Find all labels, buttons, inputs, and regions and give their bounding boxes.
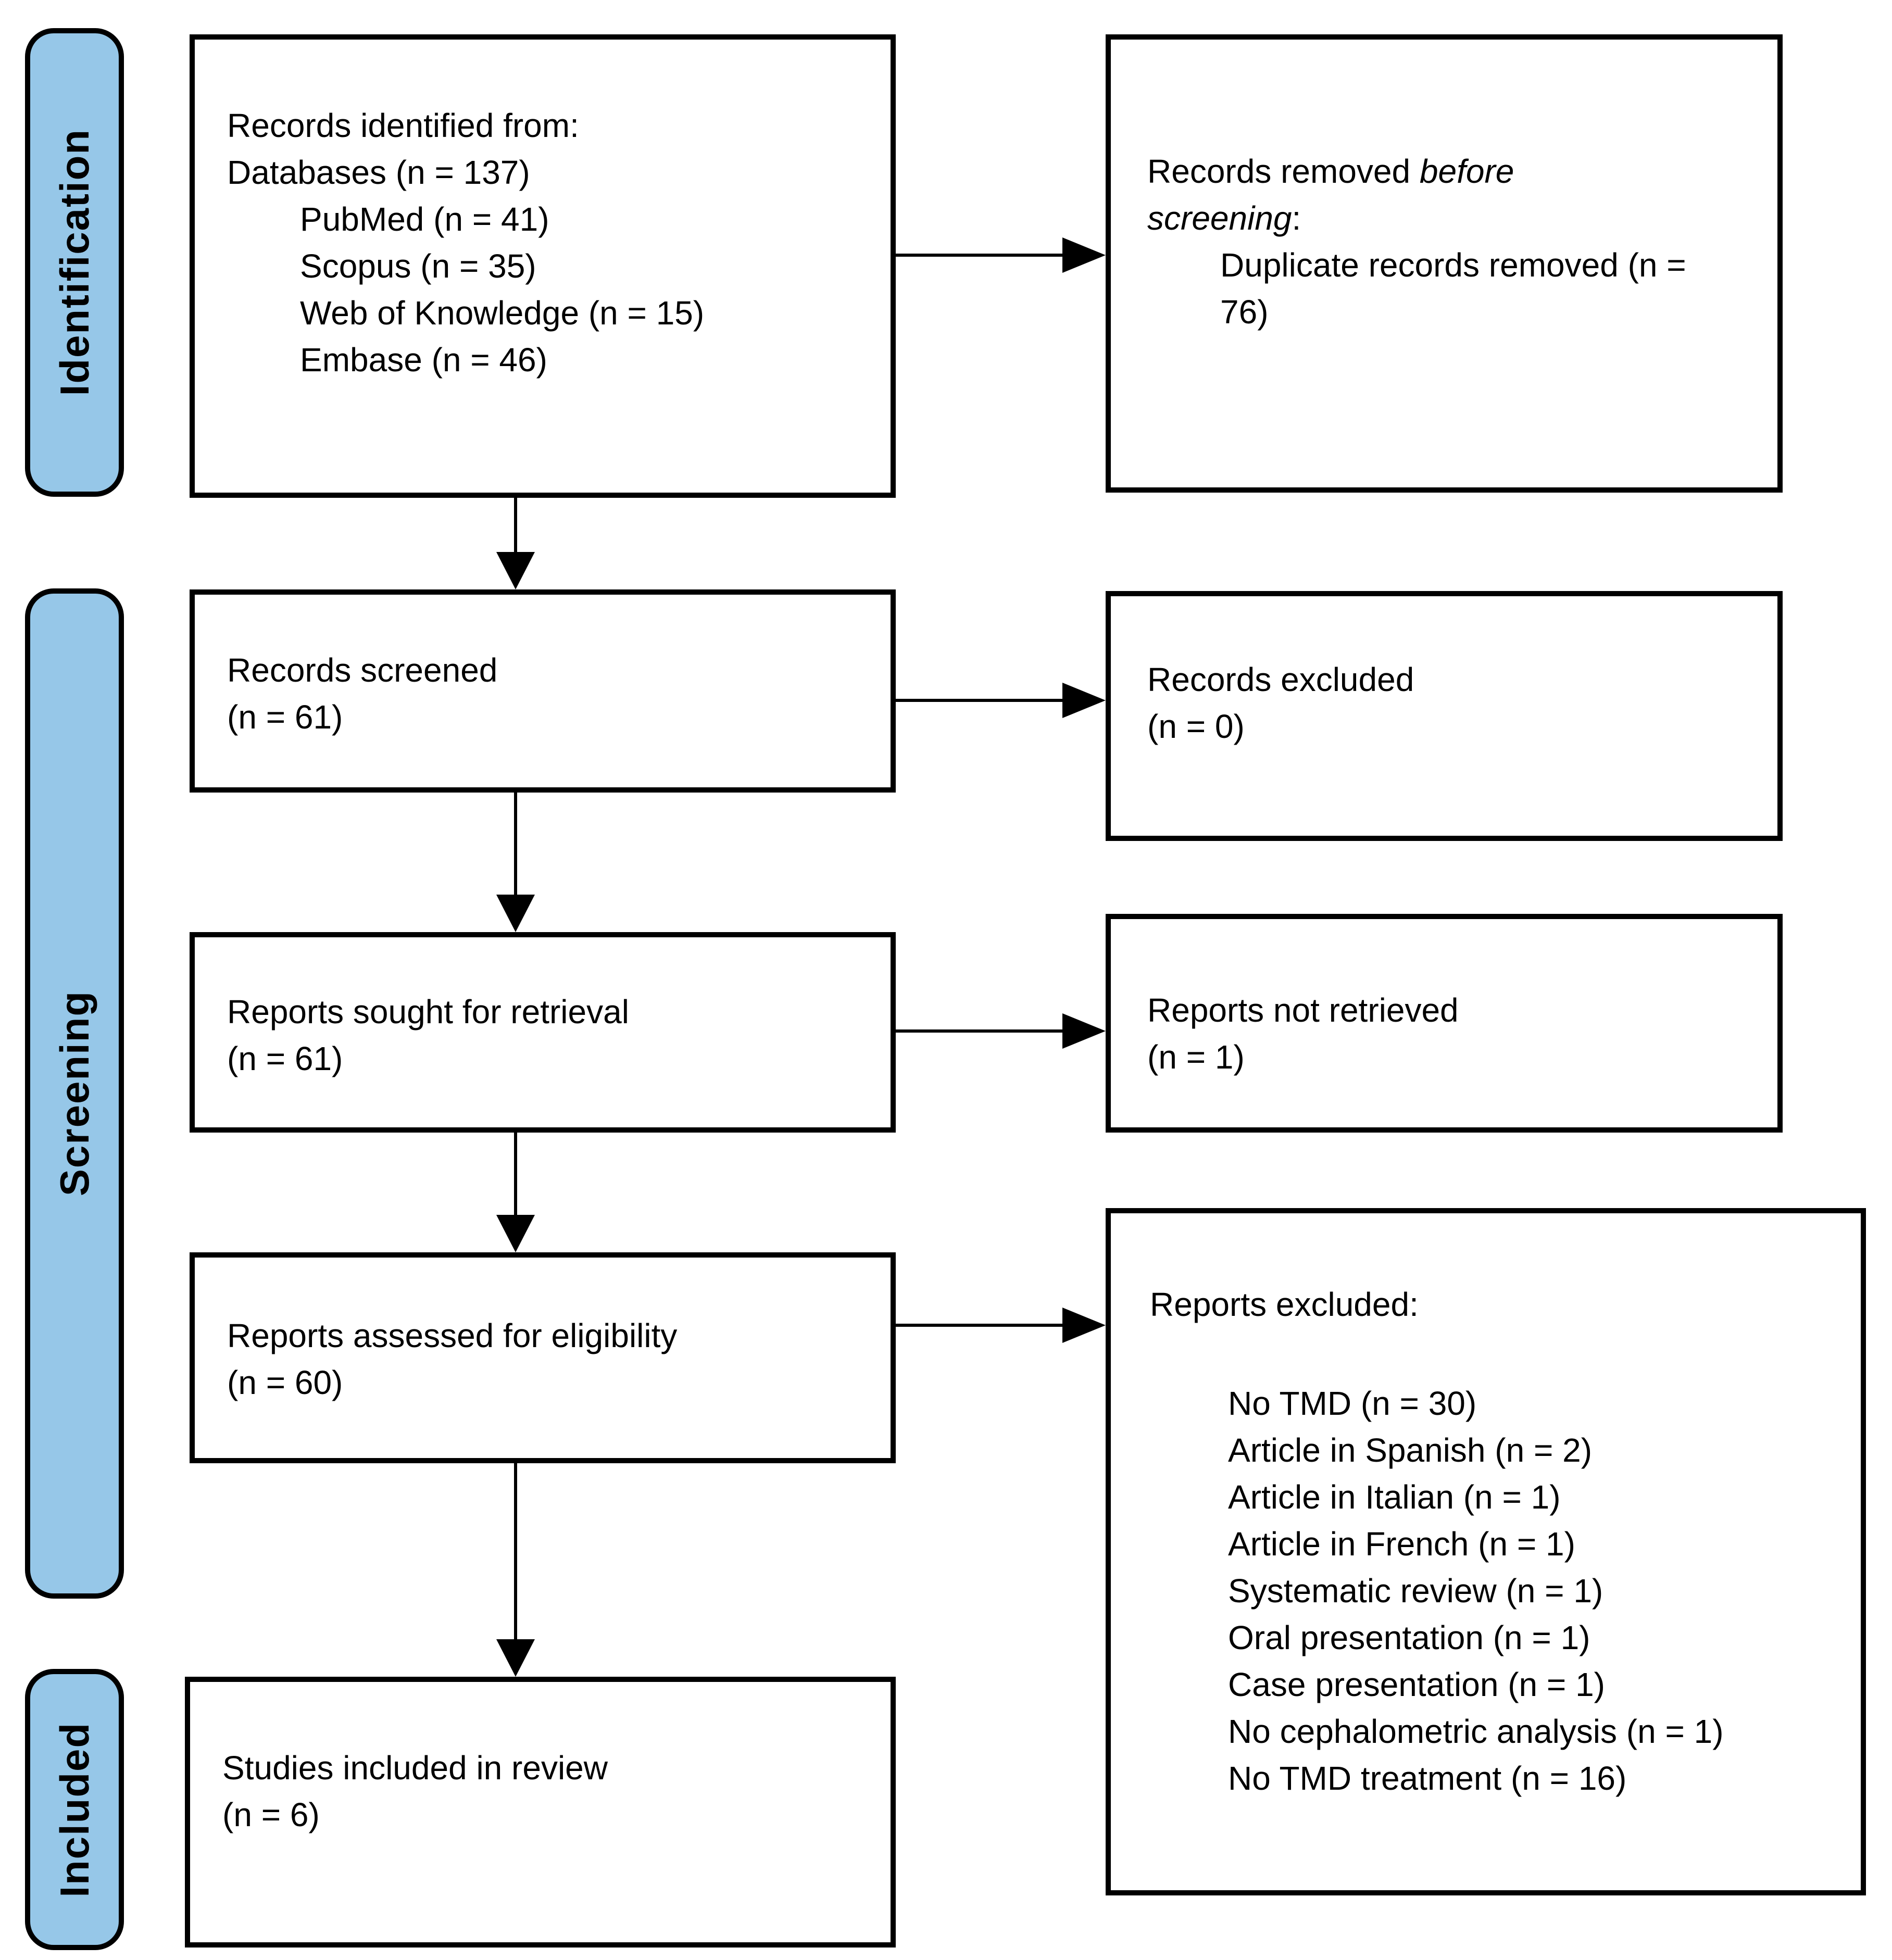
arrow-down-icon <box>496 552 535 589</box>
arrow-shaft <box>896 1029 1063 1033</box>
arrow-shaft <box>896 699 1063 702</box>
excluded-reason-italian: Article in Italian (n = 1) <box>1228 1478 1561 1516</box>
box-reports-excluded-reasons: Reports excluded: No TMD (n = 30) Articl… <box>1106 1208 1866 1895</box>
excluded-reason-no-tmd-treatment: No TMD treatment (n = 16) <box>1228 1760 1627 1797</box>
excluded-reason-french: Article in French (n = 1) <box>1228 1525 1575 1563</box>
box-studies-included: Studies included in review (n = 6) <box>185 1677 896 1948</box>
removed-before-line1-italic: before <box>1419 153 1514 190</box>
duplicate-records-removed: Duplicate records removed (n = 76) <box>1220 246 1686 331</box>
stage-label-screening: Screening <box>51 990 97 1197</box>
source-embase: Embase (n = 46) <box>300 341 547 379</box>
removed-before-line2: screening: <box>1147 195 1767 242</box>
arrow-down-icon <box>496 1215 535 1252</box>
box-records-screened: Records screened (n = 61) <box>190 589 896 793</box>
reports-sought-count: (n = 61) <box>227 1040 343 1077</box>
excluded-reason-no-cephalometric: No cephalometric analysis (n = 1) <box>1228 1713 1724 1750</box>
reports-not-retrieved-label: Reports not retrieved <box>1147 991 1459 1029</box>
arrow-down-icon <box>496 895 535 932</box>
records-excluded-label: Records excluded <box>1147 661 1414 698</box>
arrow-right-icon <box>1062 683 1106 718</box>
box-records-excluded: Records excluded (n = 0) <box>1106 591 1783 841</box>
source-web-of-knowledge: Web of Knowledge (n = 15) <box>300 294 705 332</box>
records-identified-title: Records identified from: <box>227 107 579 144</box>
excluded-reason-systematic-review: Systematic review (n = 1) <box>1228 1572 1603 1610</box>
arrow-shaft <box>514 1133 517 1216</box>
excluded-reason-no-tmd: No TMD (n = 30) <box>1228 1385 1477 1422</box>
records-identified-databases-total: Databases (n = 137) <box>227 154 530 191</box>
studies-included-label: Studies included in review <box>222 1749 608 1787</box>
removed-before-line2-regular: : <box>1292 199 1301 237</box>
box-reports-assessed: Reports assessed for eligibility (n = 60… <box>190 1252 896 1463</box>
arrow-down-icon <box>496 1639 535 1677</box>
records-screened-count: (n = 61) <box>227 698 343 736</box>
stage-bar-included: Included <box>25 1669 124 1950</box>
removed-before-line1-regular: Records removed <box>1147 153 1420 190</box>
box-reports-sought: Reports sought for retrieval (n = 61) <box>190 932 896 1133</box>
arrow-right-icon <box>1062 1013 1106 1049</box>
records-excluded-count: (n = 0) <box>1147 708 1245 745</box>
arrow-shaft <box>896 1324 1063 1327</box>
arrow-shaft <box>896 254 1063 257</box>
source-pubmed: PubMed (n = 41) <box>300 200 549 238</box>
records-screened-label: Records screened <box>227 651 498 689</box>
box-records-identified: Records identified from: Databases (n = … <box>190 34 896 498</box>
arrow-shaft <box>514 793 517 896</box>
stage-label-identification: Identification <box>51 129 97 396</box>
reports-not-retrieved-count: (n = 1) <box>1147 1038 1245 1076</box>
reports-sought-label: Reports sought for retrieval <box>227 993 629 1031</box>
source-scopus: Scopus (n = 35) <box>300 247 536 285</box>
arrow-right-icon <box>1062 237 1106 273</box>
reports-excluded-title: Reports excluded: <box>1150 1286 1419 1323</box>
stage-bar-identification: Identification <box>25 28 124 497</box>
excluded-reason-oral-presentation: Oral presentation (n = 1) <box>1228 1619 1590 1656</box>
removed-before-line1: Records removed before <box>1147 148 1767 195</box>
removed-before-line2-italic: screening <box>1147 199 1292 237</box>
box-records-removed-before-screening: Records removed before screening: Duplic… <box>1106 34 1783 493</box>
arrow-right-icon <box>1062 1308 1106 1343</box>
excluded-reason-spanish: Article in Spanish (n = 2) <box>1228 1431 1592 1469</box>
studies-included-count: (n = 6) <box>222 1796 320 1833</box>
reports-assessed-count: (n = 60) <box>227 1364 343 1401</box>
box-reports-not-retrieved: Reports not retrieved (n = 1) <box>1106 914 1783 1133</box>
reports-assessed-label: Reports assessed for eligibility <box>227 1317 678 1354</box>
stage-label-included: Included <box>51 1722 97 1898</box>
arrow-shaft <box>514 498 517 553</box>
excluded-reason-case-presentation: Case presentation (n = 1) <box>1228 1666 1605 1703</box>
arrow-shaft <box>514 1463 517 1640</box>
reports-excluded-list: No TMD (n = 30) Article in Spanish (n = … <box>1150 1380 1850 1802</box>
stage-bar-screening: Screening <box>25 588 124 1599</box>
